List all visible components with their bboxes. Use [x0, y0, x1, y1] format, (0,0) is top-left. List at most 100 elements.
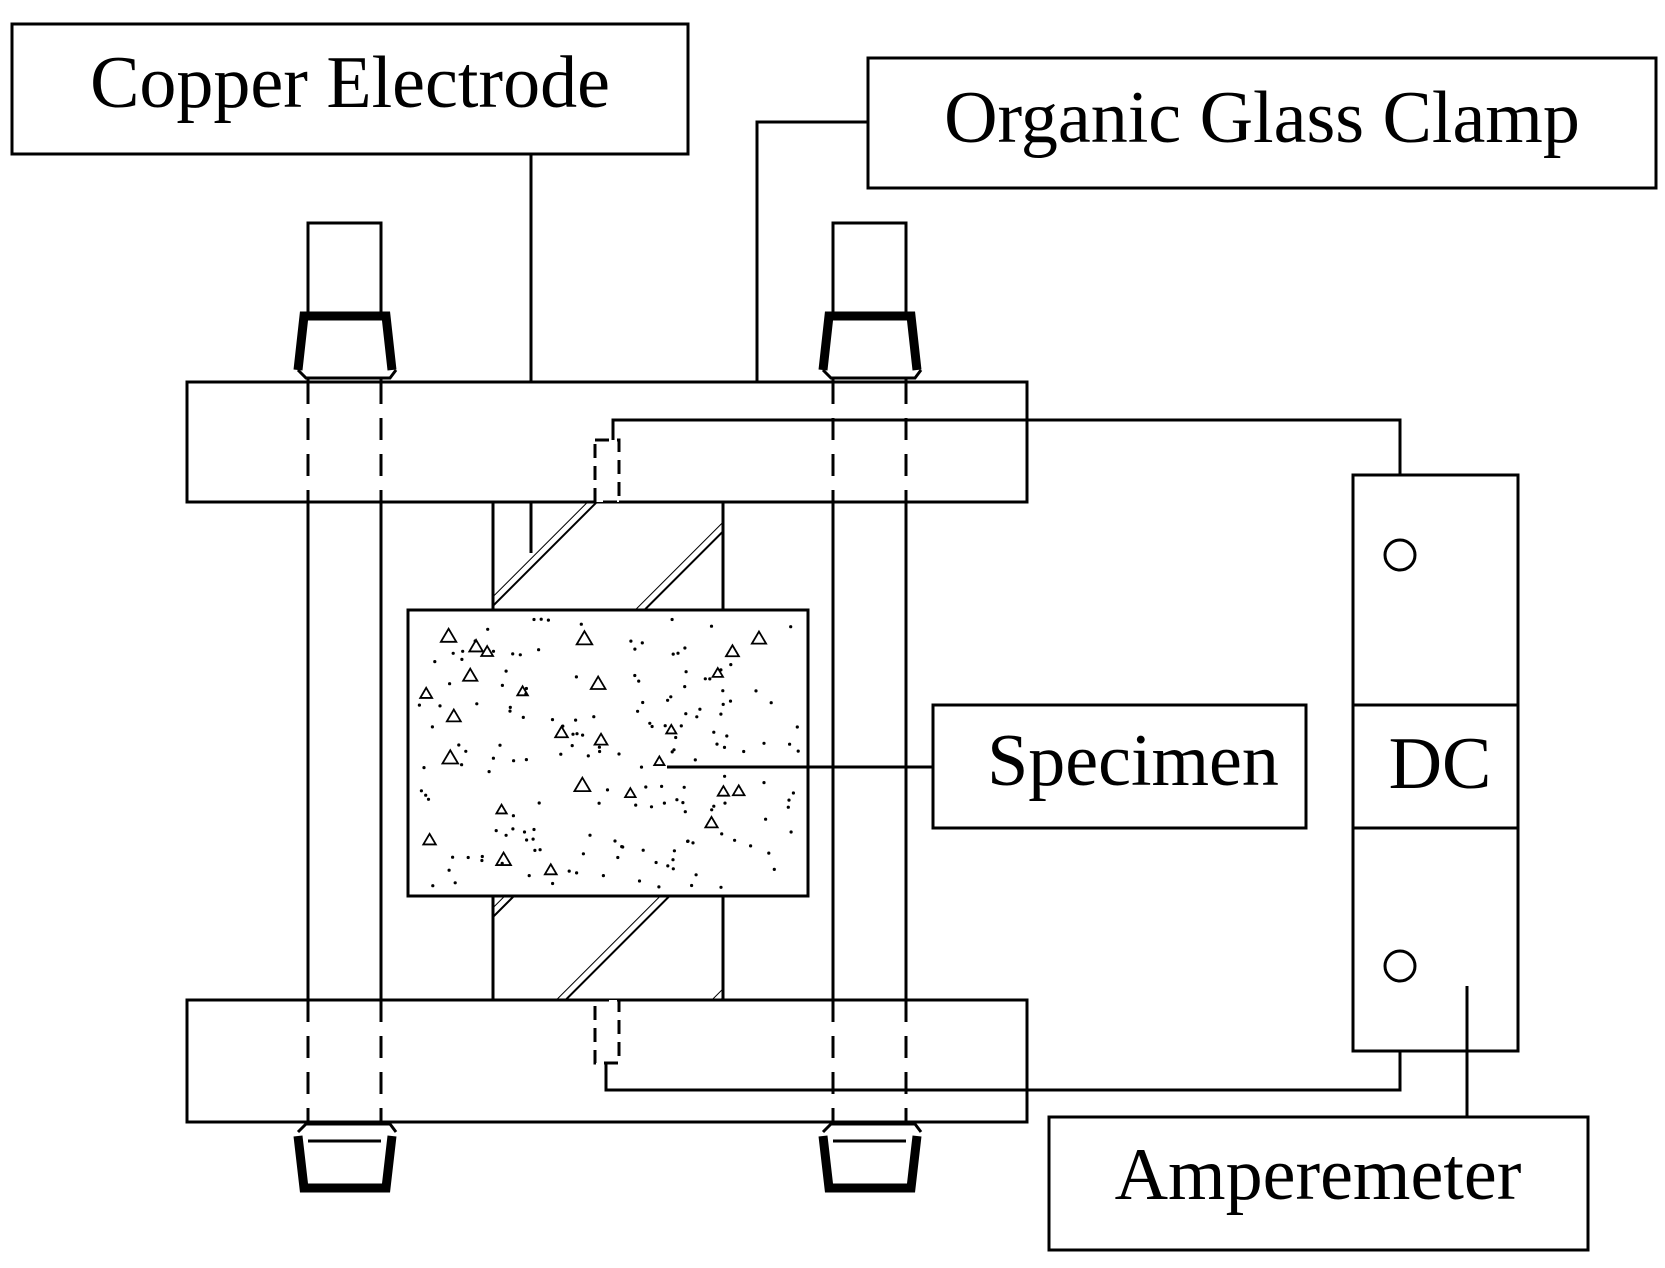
specimen-grain: [511, 759, 516, 763]
specimen-grain: [532, 827, 536, 832]
specimen-grain: [451, 651, 455, 655]
specimen-grain: [723, 801, 727, 805]
specimen-grain: [508, 705, 512, 710]
specimen-grain: [676, 651, 680, 655]
specimen-grain: [460, 657, 464, 662]
specimen-grain: [671, 858, 675, 862]
specimen-grain: [674, 735, 678, 740]
specimen-grain: [708, 677, 712, 681]
specimen-grain: [559, 752, 563, 756]
specimen-grain: [500, 861, 504, 865]
specimen-grain: [691, 841, 695, 845]
specimen-grain: [521, 715, 525, 720]
specimen-grain: [796, 749, 800, 753]
specimen-grain: [617, 752, 621, 756]
lower-terminal-node: [1383, 949, 1417, 983]
upper-terminal-node: [1383, 538, 1417, 572]
specimen-aggregate: [439, 626, 458, 643]
specimen-grain: [715, 742, 719, 746]
copper-electrode-label: Copper Electrode: [90, 42, 610, 124]
specimen-grain: [671, 652, 675, 656]
specimen-grain: [508, 709, 512, 713]
specimen-grain: [640, 641, 644, 645]
upper-electrode-terminal: [593, 438, 621, 504]
specimen-grain: [636, 709, 640, 713]
specimen-grain: [417, 703, 421, 707]
specimen-label: Specimen: [987, 720, 1279, 802]
specimen-grain: [669, 695, 673, 699]
specimen-grain: [637, 879, 642, 883]
specimen-grain: [683, 685, 687, 689]
specimen-aggregate: [494, 802, 509, 815]
specimen-grain: [684, 670, 688, 674]
specimen-aggregate: [553, 724, 570, 739]
upper-copper-electrode: [491, 500, 725, 612]
specimen-grain: [475, 702, 479, 706]
specimen-grain: [789, 830, 793, 834]
specimen-grain: [448, 682, 452, 686]
specimen-grain: [531, 837, 535, 841]
specimen-grain: [719, 712, 723, 716]
specimen-grain: [597, 745, 602, 749]
specimen-grain: [709, 624, 714, 628]
specimen-aggregate: [440, 748, 460, 765]
specimen-grain: [524, 686, 529, 691]
specimen-grain: [424, 793, 428, 797]
specimen-grain: [710, 808, 714, 812]
specimen-grain: [693, 758, 697, 762]
specimen-aggregate: [418, 686, 434, 699]
organic-glass-clamp-label: Organic Glass Clamp: [944, 77, 1580, 159]
specimen-grain: [480, 854, 484, 859]
specimen-grain: [422, 766, 426, 770]
specimen-grain: [795, 725, 799, 729]
specimen-grain: [772, 867, 776, 872]
specimen-grain: [644, 785, 648, 789]
specimen-grain: [762, 781, 766, 785]
specimen-grain: [721, 702, 725, 707]
specimen-grain: [729, 663, 733, 667]
specimen-aggregate: [461, 666, 479, 682]
specimen-grain: [720, 832, 724, 836]
specimen-grain: [764, 817, 768, 821]
specimen-aggregate-texture: [417, 617, 800, 889]
specimen-grain: [788, 742, 792, 746]
specimen-grain: [447, 868, 451, 872]
specimen-grain: [649, 805, 654, 809]
specimen-label-box: Specimen: [931, 703, 1308, 830]
specimen-grain: [787, 798, 791, 802]
specimen-grain: [504, 669, 508, 673]
specimen-aggregate: [575, 629, 594, 646]
specimen-grain: [579, 622, 583, 626]
specimen-aggregate: [479, 644, 495, 657]
specimen-grain: [574, 718, 578, 722]
specimen-grain: [498, 743, 502, 747]
specimen-grain: [598, 749, 602, 754]
specimen-grain: [725, 734, 729, 738]
lower-copper-electrode: [491, 894, 725, 1002]
specimen-grain: [786, 805, 790, 809]
left-bolt: [293, 221, 398, 1193]
specimen-grain: [511, 827, 515, 831]
specimen-grain: [524, 758, 529, 762]
specimen-grain: [684, 712, 688, 716]
specimen-grain: [419, 789, 423, 793]
specimen-grain: [431, 884, 435, 888]
specimen-grain: [650, 724, 654, 729]
specimen-grain: [672, 748, 676, 752]
specimen-body: [406, 608, 810, 898]
specimen-aggregate: [572, 775, 592, 793]
specimen-grain: [634, 803, 638, 807]
specimen-grain: [712, 804, 716, 808]
specimen-aggregate: [716, 784, 731, 797]
specimen-grain: [605, 788, 610, 792]
specimen-grain: [453, 881, 457, 885]
specimen-grain: [621, 845, 625, 849]
specimen-aggregate: [589, 674, 608, 690]
specimen-grain: [500, 683, 504, 688]
specimen-grain: [721, 689, 725, 693]
specimen-grain: [430, 725, 434, 729]
specimen-grain: [762, 741, 766, 745]
specimen-aggregate: [623, 786, 638, 799]
specimen-grain: [695, 715, 699, 719]
